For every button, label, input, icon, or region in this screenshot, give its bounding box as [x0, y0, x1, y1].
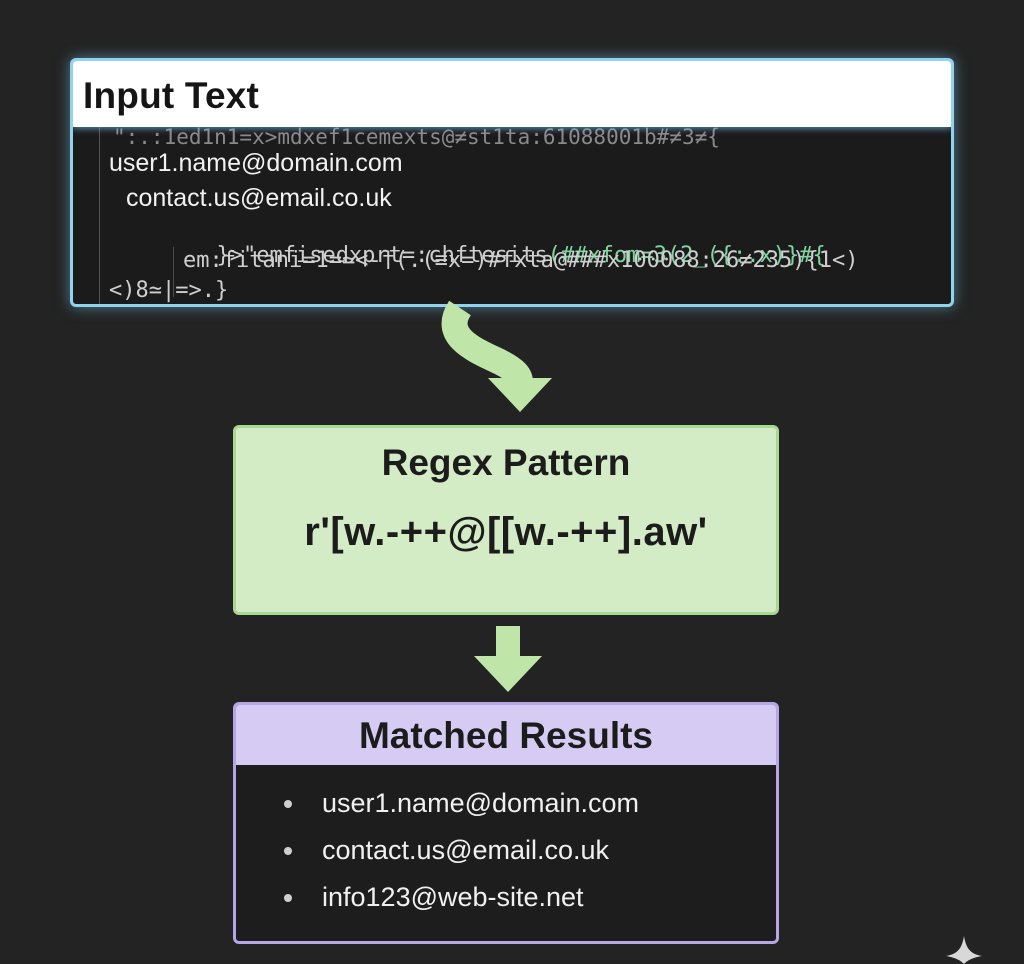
sparkle-icon [946, 936, 982, 964]
code-indent-guide [173, 247, 174, 297]
list-item: contact.us@email.co.uk [236, 830, 776, 877]
input-text-title: Input Text [83, 75, 260, 116]
input-email-line-1: user1.name@domain.com [109, 149, 403, 177]
matched-results-header: Matched Results [236, 705, 776, 765]
code-line-4: em:fitani=1=≃<-†(.(≡x=)#fxta@###x100088:… [183, 248, 859, 273]
input-text-body: ":.:1ed1n1=x>mdxef1cemexts@≠st1ta:610880… [73, 125, 951, 304]
code-line-3-part-b: (##xfom=3(2_({:.x)}#{ [547, 243, 826, 268]
input-text-panel: Input Text ":.:1ed1n1=x>mdxef1cemexts@≠s… [70, 58, 954, 307]
matched-results-title: Matched Results [358, 715, 653, 756]
matched-result-text: user1.name@domain.com [322, 788, 640, 818]
code-line-0: ":.:1ed1n1=x>mdxef1cemexts@≠st1ta:610880… [113, 125, 720, 149]
code-line-3-part-a: }>"emfisedxprt=:chftesits [216, 243, 548, 268]
matched-result-text: info123@web-site.net [322, 882, 584, 912]
regex-pattern-title: Regex Pattern [381, 442, 631, 483]
code-line-3: }>"emfisedxprt=:chftesits(##xfom=3(2_({:… [137, 218, 826, 293]
regex-pattern-panel: Regex Pattern r'[w.-++@[[w.-++].aw' [233, 425, 779, 615]
bullet-icon [284, 847, 292, 855]
list-item: user1.name@domain.com [236, 783, 776, 830]
bullet-icon [284, 894, 292, 902]
arrow-down-icon [474, 626, 542, 692]
matched-results-list: user1.name@domain.com contact.us@email.c… [236, 783, 776, 924]
curved-arrow-down-icon [441, 300, 552, 412]
code-gutter-line [99, 127, 100, 304]
matched-results-panel: Matched Results user1.name@domain.com co… [233, 702, 779, 944]
code-line-5: <)8≃|=>.} [109, 278, 229, 303]
list-item: info123@web-site.net [236, 877, 776, 924]
bullet-icon [284, 800, 292, 808]
input-email-line-2: contact.us@email.co.uk [126, 184, 392, 212]
matched-result-text: contact.us@email.co.uk [322, 835, 610, 865]
regex-pattern-value: r'[w.-++@[[w.-++].aw' [304, 510, 708, 554]
input-text-header: Input Text [73, 61, 951, 127]
